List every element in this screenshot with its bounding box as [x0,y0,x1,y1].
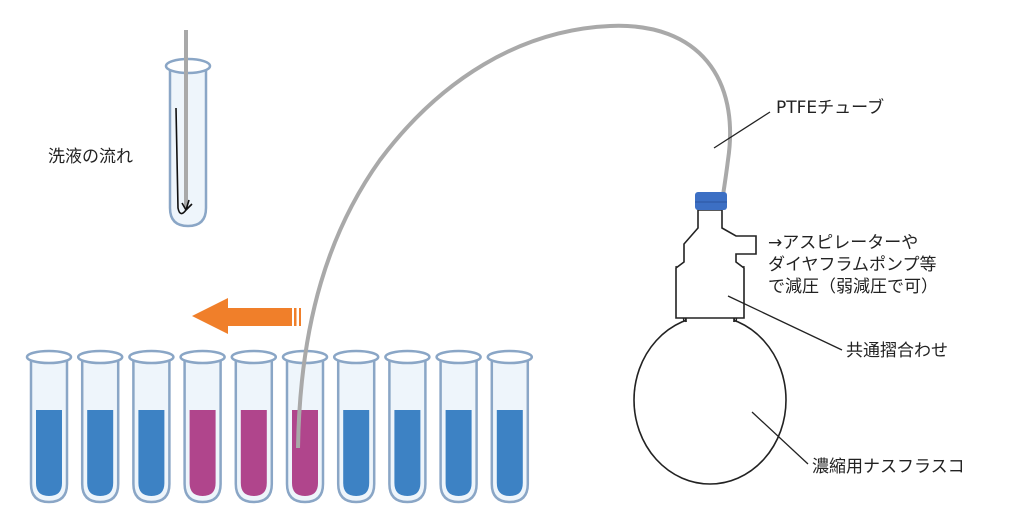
test-tube [179,349,226,504]
tube-liquid [445,410,472,496]
tube-liquid [292,410,318,496]
tube-liquid [87,410,114,496]
aspirator-label-line1: →アスピレーターや [768,233,919,253]
test-tube [435,349,482,504]
aspirator-label-line3: で減圧（弱減圧で可） [768,277,938,298]
leader-lines [713,111,843,465]
tube-liquid [36,410,62,496]
test-tube [128,349,175,504]
adapter-body [675,209,757,319]
tube-liquid [394,410,421,496]
wash-flow-label: 洗液の流れ [48,147,133,167]
tube-liquid [138,410,165,496]
ground-joint-label: 共通摺合わせ [846,341,948,361]
test-tube [25,349,73,504]
flask-label: 濃縮用ナスフラスコ [812,457,965,477]
aspirator-label-line2: ダイヤフラムポンプ等 [768,255,937,276]
adapter-cap [695,192,727,210]
test-tube [76,349,124,504]
wash-flow-arrow [175,107,193,215]
test-tube [230,349,278,504]
tube-liquid [240,410,267,496]
test-tube [281,349,329,504]
tube-liquid [496,410,523,496]
test-tube [384,349,431,504]
flask-assembly [633,192,787,485]
ptfe-tube-label: PTFEチューブ [776,98,885,118]
tube-liquid [343,410,370,496]
test-tube [332,349,380,504]
aspirator-label: →アスピレーターや ダイヤフラムポンプ等 で減圧（弱減圧で可） [768,232,938,298]
test-tube-rack [25,349,534,504]
flask-body [633,315,787,485]
test-tube [486,349,534,504]
left-arrow-icon [192,298,301,334]
tube-liquid [189,410,216,496]
